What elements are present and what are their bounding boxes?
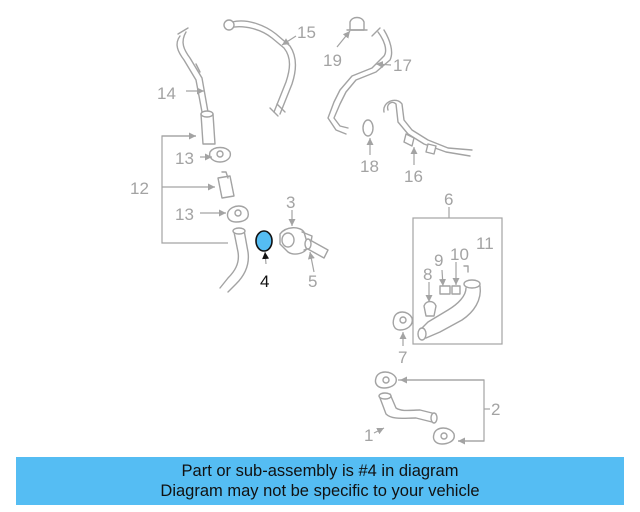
part-12-bracket [161,132,228,244]
callout-12: 12 [130,179,149,198]
leader-15 [281,35,297,46]
banner-line-1: Part or sub-assembly is #4 in diagram [181,462,459,480]
part-8-fitting [423,300,437,317]
callout-8: 8 [423,265,432,284]
part-2-clamp-top [374,371,397,389]
callout-11: 11 [476,234,494,253]
callout-13-lower: 13 [175,205,194,224]
callout-13-upper: 13 [175,149,194,168]
part-6-hose [417,279,481,341]
leader-4 [262,251,270,265]
bent-hose-lower [219,227,250,293]
part-13-upper-clamp [208,146,232,163]
part-19-cap [346,16,368,31]
connector-12 [217,171,235,199]
leader-1 [373,427,385,435]
part-13-lower-clamp [226,205,250,223]
part-9-10-11-fittings [439,265,469,295]
callout-16: 16 [404,167,423,186]
part-17-pipe [327,27,393,135]
callout-3: 3 [286,193,295,212]
leader-19 [336,30,351,48]
leader-5 [307,251,315,273]
part-2-clamp-bottom [432,427,455,445]
callout-14: 14 [157,84,176,103]
callout-6: 6 [444,190,453,209]
part-4-o-ring [255,230,273,252]
part-15-hose [223,19,297,117]
part-14-pipe [176,27,209,113]
callout-7: 7 [398,348,407,367]
part-18-ring [362,119,374,137]
callout-5: 5 [308,272,317,291]
part-7-clamp [392,311,414,331]
part-6-box [412,217,503,345]
callout-10: 10 [450,245,469,264]
callout-4: 4 [260,272,269,291]
hose-segment [200,110,216,145]
callout-15: 15 [297,23,316,42]
callout-9: 9 [434,251,443,270]
leader-17 [375,60,392,68]
part-2-bracket [398,376,490,445]
callout-19: 19 [323,51,342,70]
callout-18: 18 [360,157,379,176]
info-banner: Part or sub-assembly is #4 in diagram Di… [16,457,624,505]
part-16-hose [383,99,473,157]
callout-2: 2 [491,400,500,419]
leader-9 [439,269,447,287]
part-1-hose [378,392,438,424]
banner-line-2: Diagram may not be specific to your vehi… [160,482,480,500]
part-5-hose [304,238,329,259]
callout-1: 1 [364,426,373,445]
callout-17: 17 [393,56,412,75]
